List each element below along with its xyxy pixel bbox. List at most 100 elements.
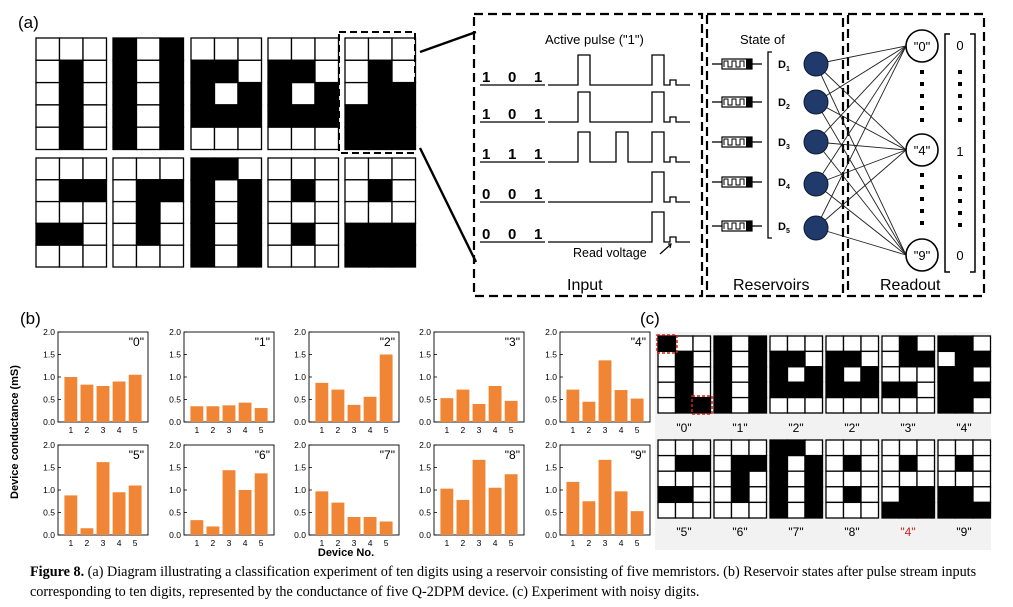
pixel-black — [769, 470, 789, 488]
pixel-white — [825, 470, 845, 488]
noisy-digit-grid — [769, 439, 824, 519]
zoom-line-top — [419, 30, 477, 54]
pixel-black — [190, 81, 216, 106]
bar — [238, 490, 252, 535]
pixel-white — [237, 59, 263, 84]
x-tick-label: 1 — [319, 538, 324, 548]
noisy-digit-grid — [881, 335, 936, 414]
pixel-white — [267, 244, 293, 268]
bit-label: 1 — [534, 106, 542, 123]
connection-line — [815, 45, 907, 229]
y-tick-label: 0.5 — [294, 508, 306, 518]
pixel-white — [314, 37, 340, 61]
pixel-black — [290, 104, 316, 128]
bar — [582, 501, 596, 535]
pixel-black — [804, 470, 824, 488]
bit-label: 0 — [508, 226, 516, 243]
pulse-waveform — [548, 91, 690, 123]
pixel-black — [860, 366, 880, 383]
pixel-white — [804, 335, 824, 353]
x-tick-label: 2 — [211, 425, 216, 435]
readout-node — [905, 133, 939, 167]
bar — [488, 487, 502, 535]
pixel-white — [657, 454, 677, 472]
pixel-white — [842, 366, 862, 383]
device-subscript: 1 — [786, 66, 790, 73]
bar — [566, 481, 580, 535]
pixel-black — [58, 179, 84, 203]
pixel-white — [213, 179, 239, 203]
noisy-digit-grid — [713, 439, 768, 519]
x-tick-label: 4 — [619, 538, 624, 548]
pixel-white — [898, 396, 918, 414]
reservoirs-title: Reservoirs — [733, 277, 809, 294]
pixel-black — [954, 396, 974, 414]
bar — [347, 404, 361, 422]
pixel-white — [35, 37, 61, 61]
x-tick-label: 3 — [603, 425, 608, 435]
input-digit-grid — [344, 157, 417, 268]
read-voltage-label: Read voltage — [573, 246, 647, 260]
pixel-white — [730, 335, 750, 353]
pixel-black — [748, 454, 768, 472]
pixel-black — [674, 366, 694, 383]
pixel-white — [786, 396, 806, 414]
y-tick-label: 1.0 — [545, 372, 557, 382]
pixel-white — [860, 439, 880, 457]
pixel-black — [916, 486, 936, 504]
pixel-white — [692, 470, 712, 488]
pixel-black — [804, 486, 824, 504]
x-tick-label: 5 — [259, 538, 264, 548]
y-tick-label: 2.0 — [43, 440, 55, 450]
active-pulse-label: Active pulse ("1") — [545, 32, 644, 47]
pixel-black — [713, 381, 733, 399]
device-zigzag — [723, 98, 745, 106]
pixel-white — [267, 200, 293, 225]
pixel-white — [881, 366, 901, 383]
connection-line — [815, 149, 907, 229]
noisy-digit-label: "1" — [732, 421, 747, 435]
x-tick-label: 2 — [85, 538, 90, 548]
pixel-white — [860, 470, 880, 488]
pixel-white — [674, 501, 694, 519]
pixel-white — [730, 366, 750, 383]
y-tick-label: 2.0 — [294, 327, 306, 337]
bar — [363, 396, 377, 422]
x-tick-label: 4 — [368, 538, 373, 548]
x-tick-label: 5 — [635, 425, 640, 435]
y-tick-label: 0.5 — [419, 508, 431, 518]
noisy-digit-grid — [881, 439, 936, 519]
pixel-white — [82, 200, 108, 225]
pixel-white — [786, 470, 806, 488]
pixel-white — [314, 200, 340, 225]
noisy-digit-label: "8" — [844, 525, 859, 539]
pixel-white — [159, 244, 185, 268]
pixel-white — [112, 179, 138, 203]
x-tick-label: 1 — [68, 425, 73, 435]
x-tick-label: 5 — [133, 538, 138, 548]
connection-line — [815, 45, 907, 103]
pulse-waveform — [548, 131, 690, 163]
ellipsis-dot — [958, 118, 962, 122]
x-tick-label: 4 — [117, 425, 122, 435]
bar — [222, 405, 236, 422]
device-terminal — [746, 137, 752, 147]
y-tick-label: 2.0 — [43, 327, 55, 337]
x-tick-label: 2 — [461, 538, 466, 548]
y-tick-label: 1.0 — [43, 485, 55, 495]
pixel-white — [786, 501, 806, 519]
bar — [566, 389, 580, 422]
noisy-digit-grid — [657, 335, 712, 414]
pixel-white — [881, 454, 901, 472]
pixel-white — [692, 350, 712, 368]
pixel-black — [58, 81, 84, 106]
bar — [598, 360, 612, 422]
y-tick-label: 2.0 — [419, 440, 431, 450]
reservoir-node — [803, 51, 829, 77]
y-tick-label: 2.0 — [545, 440, 557, 450]
pixel-black — [769, 350, 789, 368]
pixel-black — [58, 222, 84, 246]
x-tick-label: 2 — [587, 538, 592, 548]
